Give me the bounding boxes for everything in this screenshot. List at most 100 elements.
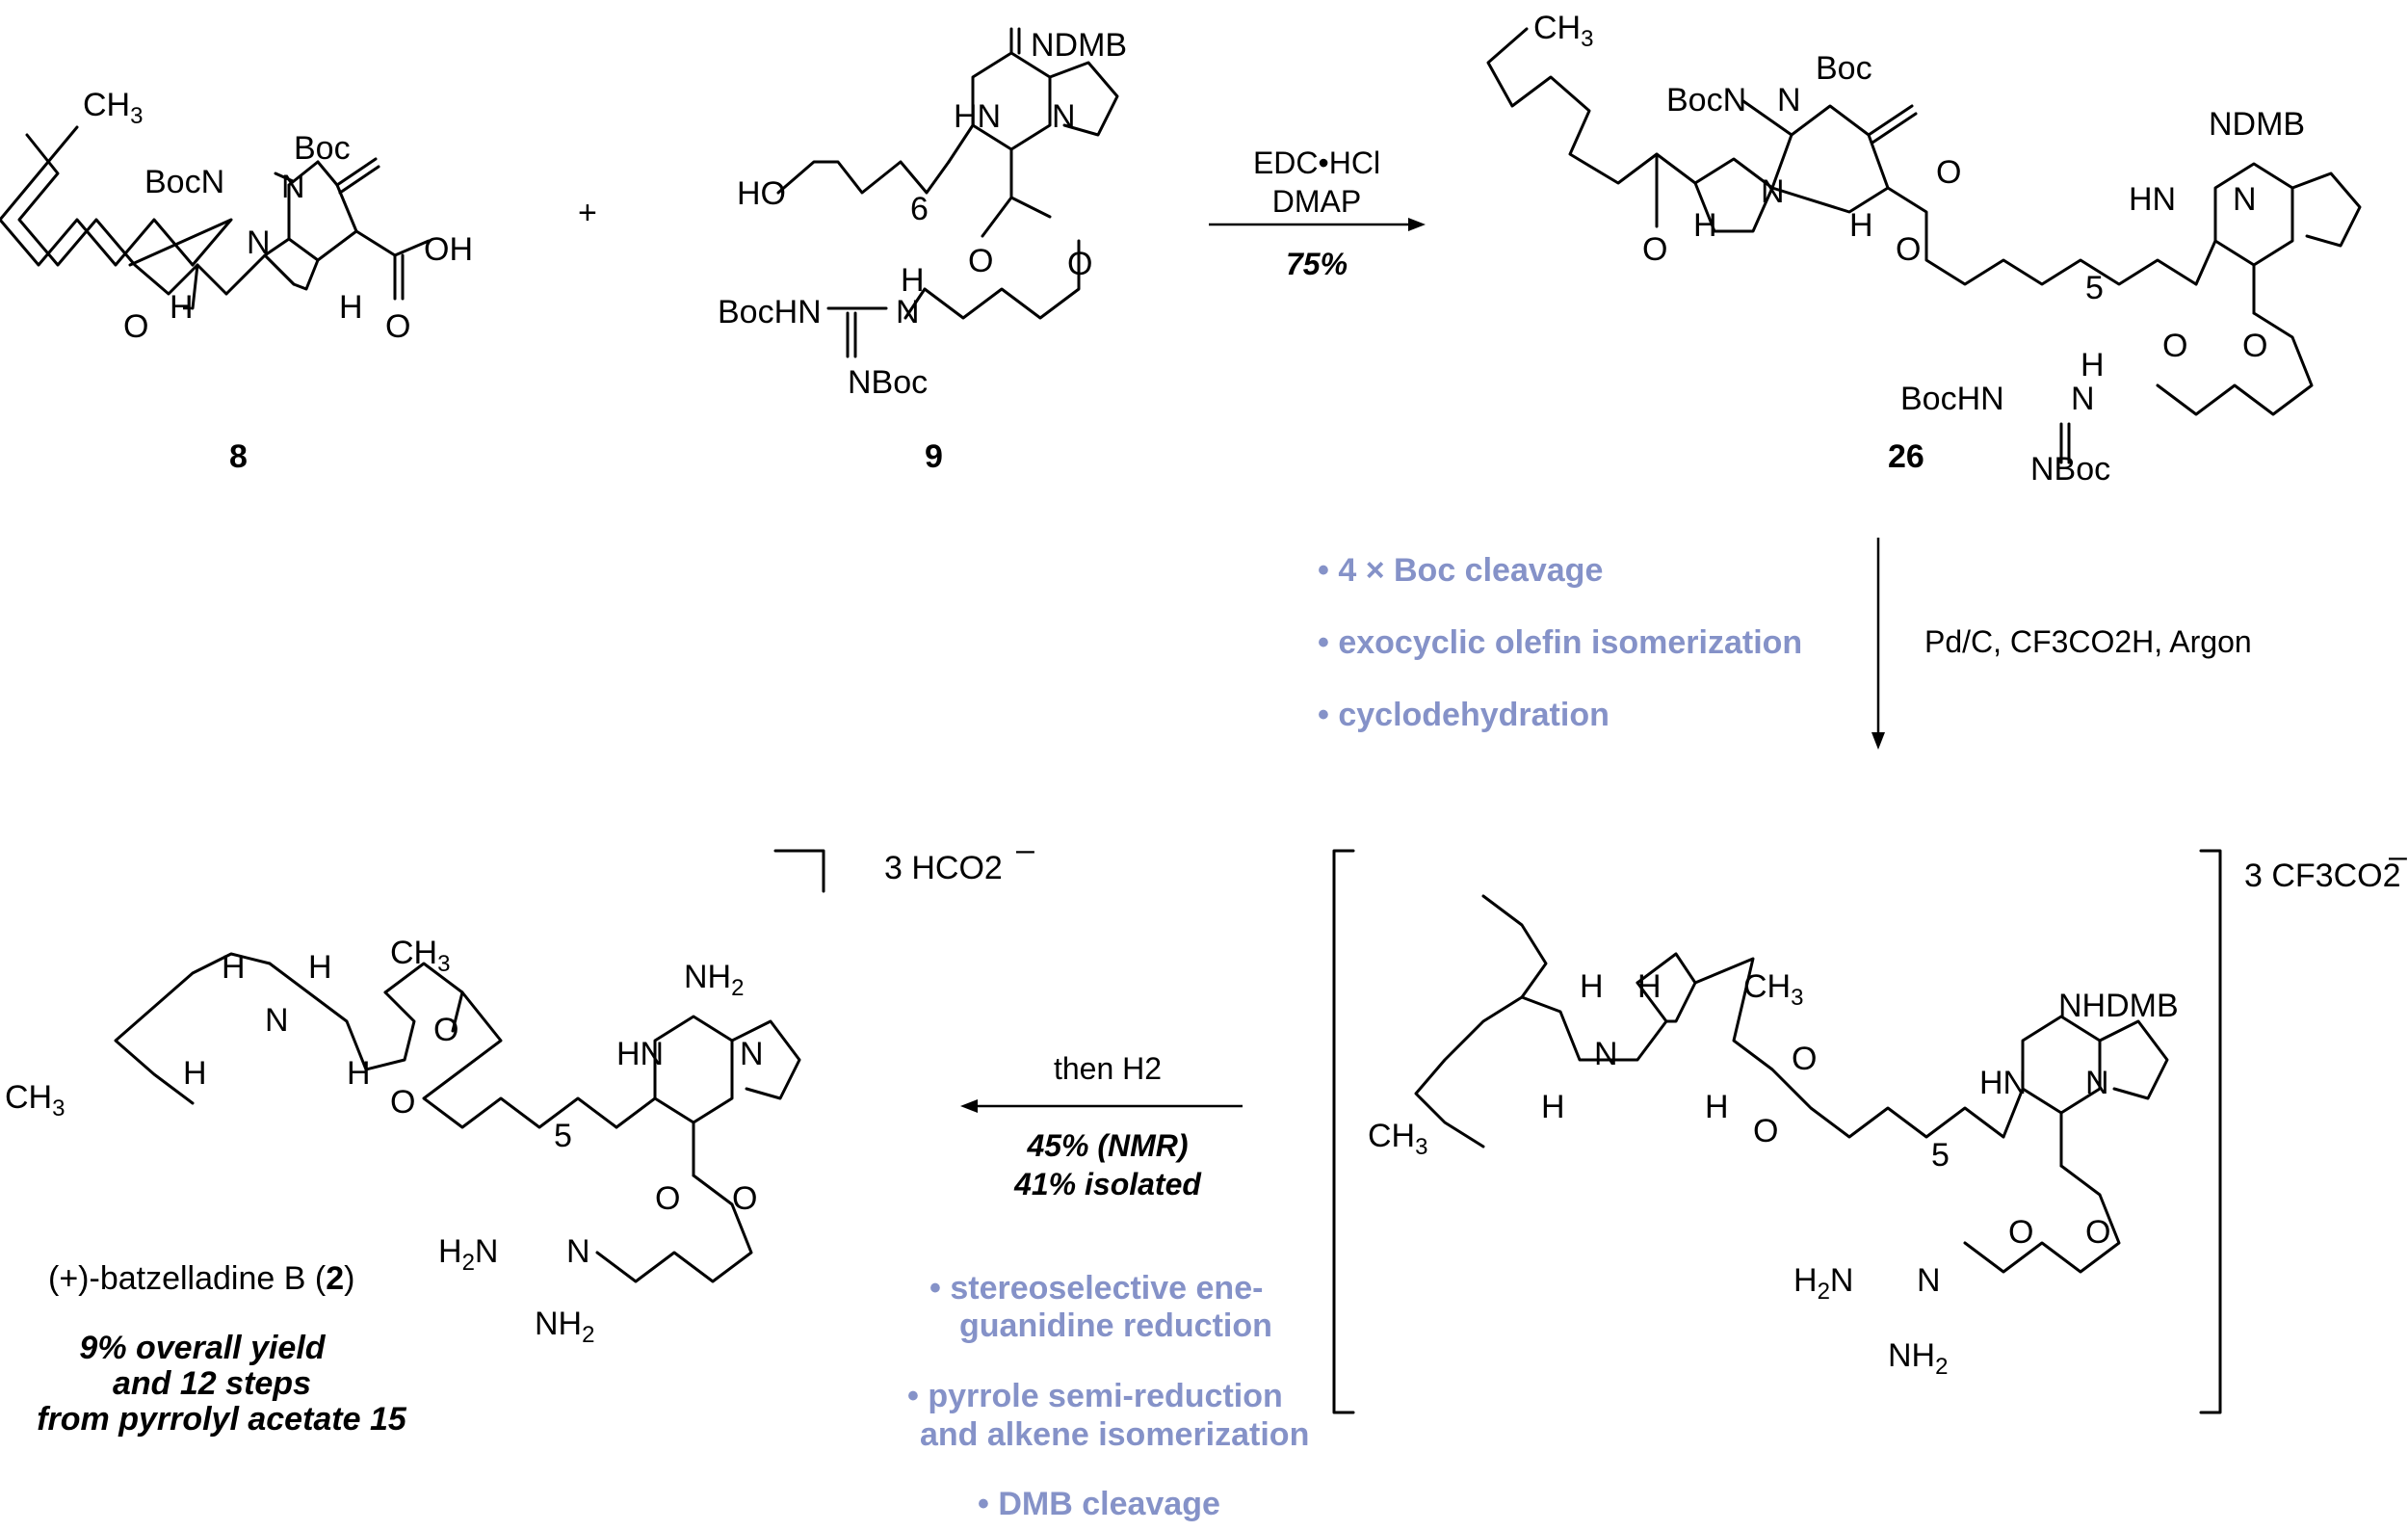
- c26-sub5: 5: [2085, 270, 2104, 306]
- prod-nh-label-1: H: [222, 949, 246, 986]
- int-ring: [1520, 981, 1668, 1062]
- c26-cn: [1741, 99, 1793, 137]
- prod-nh2-top: NH2: [684, 959, 744, 1001]
- product-name: (+)-batzelladine B (2): [48, 1260, 354, 1297]
- step2-note-cyclodehydration: • cyclodehydration: [1318, 697, 1610, 733]
- c9-n-label: N: [1052, 98, 1076, 135]
- c8-ketone-o-label: O: [123, 308, 148, 345]
- int-h-label-1: H: [1541, 1089, 1565, 1125]
- c9-ester3: [1009, 196, 1052, 219]
- prod-h-label-2: H: [347, 1055, 371, 1092]
- c8-exo2: [338, 165, 380, 195]
- step3-note-reduction: • stereoselective ene-: [929, 1270, 1263, 1307]
- c26-exo: [1867, 104, 1914, 137]
- c8-ring: [316, 160, 339, 187]
- int-nhdmb-label: NHDMB: [2058, 988, 2179, 1024]
- c26-pyrrole: [2290, 172, 2362, 248]
- c26-ring: [1770, 104, 1890, 214]
- prod-guan-linker: [595, 1174, 753, 1283]
- prod-o-label-4: O: [732, 1180, 757, 1217]
- step2-arrow: Pd/C, CF3CO2H, Argon • 4 × Boc cleavage …: [1318, 538, 2252, 750]
- prod-nh-label-3: N: [566, 1233, 590, 1270]
- c9-o-label-1: O: [968, 243, 993, 279]
- summary-yield: 9% overall yield: [79, 1330, 326, 1366]
- c8-n-label-1: N: [281, 169, 305, 205]
- intermediate-counterion: 3 CF3CO2: [2244, 858, 2401, 894]
- step1-yield: 75%: [1286, 247, 1348, 281]
- prod-n-label: N: [265, 1002, 289, 1039]
- c9-o-label-2: O: [1067, 246, 1092, 282]
- compound-8-number: 8: [229, 438, 248, 475]
- c8-pyrrolidine: [263, 237, 320, 291]
- c9-bochn-label: BocHN: [718, 294, 822, 330]
- c8-n-label-2: N: [247, 224, 271, 261]
- prod-linker: [422, 990, 618, 1129]
- c8-ch3-label: CH3: [83, 87, 143, 129]
- step3-arrow: then H2 45% (NMR) 41% isolated • stereos…: [907, 1051, 1309, 1522]
- int-o-label-3: O: [2008, 1214, 2033, 1251]
- c9-h-label: H: [901, 262, 925, 299]
- int-h2n-label: H2N: [1793, 1262, 1853, 1305]
- int-sub5: 5: [1931, 1137, 1950, 1174]
- product-counterion-charge: –: [1016, 831, 1034, 868]
- step3-note-pyrrole: • pyrrole semi-reduction: [907, 1378, 1283, 1414]
- c8-h-label-2: H: [339, 289, 363, 326]
- c8-oh-label: OH: [424, 231, 473, 268]
- c9-linker: [903, 239, 1081, 320]
- prod-h-label-1: H: [183, 1055, 207, 1092]
- step2-note-olefin-isomerization: • exocyclic olefin isomerization: [1318, 624, 1802, 661]
- int-chain: [1414, 894, 1548, 1148]
- prod-o-label-3: O: [655, 1180, 680, 1217]
- c9-ndmb-label: NDMB: [1031, 27, 1127, 64]
- int-nh-label-1: H: [1580, 968, 1604, 1005]
- c26-ch3-label: CH3: [1533, 10, 1593, 52]
- bracket-left: [1332, 849, 1355, 1414]
- c26-ring2: [2194, 162, 2294, 286]
- step3-note-dmb: • DMB cleavage: [978, 1486, 1220, 1522]
- int-n-label-2: N: [2085, 1065, 2109, 1101]
- c26-o-label-1: O: [1936, 154, 1961, 191]
- step3-note-pyrrole-2: and alkene isomerization: [920, 1416, 1309, 1453]
- compound-9-number: 9: [925, 438, 943, 475]
- prod-nh2-bottom: NH2: [535, 1306, 594, 1348]
- c9-chain: [776, 160, 951, 195]
- c9-n-label-2: N: [896, 294, 920, 330]
- c8-ketone-bond: [191, 263, 199, 310]
- prod-ring: [268, 962, 416, 1071]
- int-o-label-4: O: [2085, 1214, 2110, 1251]
- plus-sign: +: [578, 195, 597, 231]
- c8-boc-label: Boc: [294, 130, 351, 167]
- intermediate-structure: 3 CF3CO2 – H H CH3 CH3 N H H O O 5 NHDMB…: [1332, 838, 2407, 1414]
- product-counterion: 3 HCO2: [884, 850, 1003, 886]
- c8-h-label-1: H: [170, 289, 194, 326]
- prod-h2n-label: H2N: [438, 1233, 498, 1276]
- step1-reagent-dmap: DMAP: [1272, 184, 1361, 219]
- step3-note-reduction-2: guanidine reduction: [959, 1307, 1272, 1344]
- c8-octyl-chain: [17, 133, 228, 296]
- product-structure: 3 HCO2 – H H CH3 CH3 N H H O O 5 NH2 HN …: [5, 831, 1034, 1438]
- summary-steps: and 12 steps: [113, 1365, 311, 1402]
- int-o-label-2: O: [1753, 1113, 1778, 1149]
- c26-n-label-2: N: [1761, 173, 1785, 210]
- prod-pyrrolidine: [730, 1019, 801, 1100]
- int-linker: [1693, 957, 2005, 1139]
- step3-yield-isolated: 41% isolated: [1013, 1167, 1202, 1201]
- c26-bochn-label: BocHN: [1900, 381, 2004, 417]
- summary-source: from pyrrolyl acetate 15: [37, 1401, 407, 1438]
- prod-sub5: 5: [554, 1118, 572, 1154]
- prod-o-label-2: O: [390, 1084, 415, 1121]
- c26-ketone-o: O: [1642, 231, 1667, 268]
- prod-n-label-2: N: [740, 1036, 764, 1072]
- step2-note-boc-cleavage: • 4 × Boc cleavage: [1318, 552, 1603, 589]
- int-o-label-1: O: [1792, 1041, 1817, 1077]
- int-ch3-label: CH3: [1743, 968, 1803, 1011]
- step3-reagent: then H2: [1054, 1051, 1162, 1086]
- c26-exo2: [1871, 112, 1918, 145]
- intermediate-counterion-charge: –: [2389, 838, 2407, 875]
- int-hn-label: HN: [1979, 1065, 2027, 1101]
- c26-ndmb-label: NDMB: [2209, 106, 2305, 143]
- prod-hn-label: HN: [616, 1036, 664, 1072]
- prod-ring3: [615, 1015, 734, 1129]
- step3-yield-nmr: 45% (NMR): [1026, 1128, 1188, 1163]
- int-nh-label-2: H: [1637, 968, 1662, 1005]
